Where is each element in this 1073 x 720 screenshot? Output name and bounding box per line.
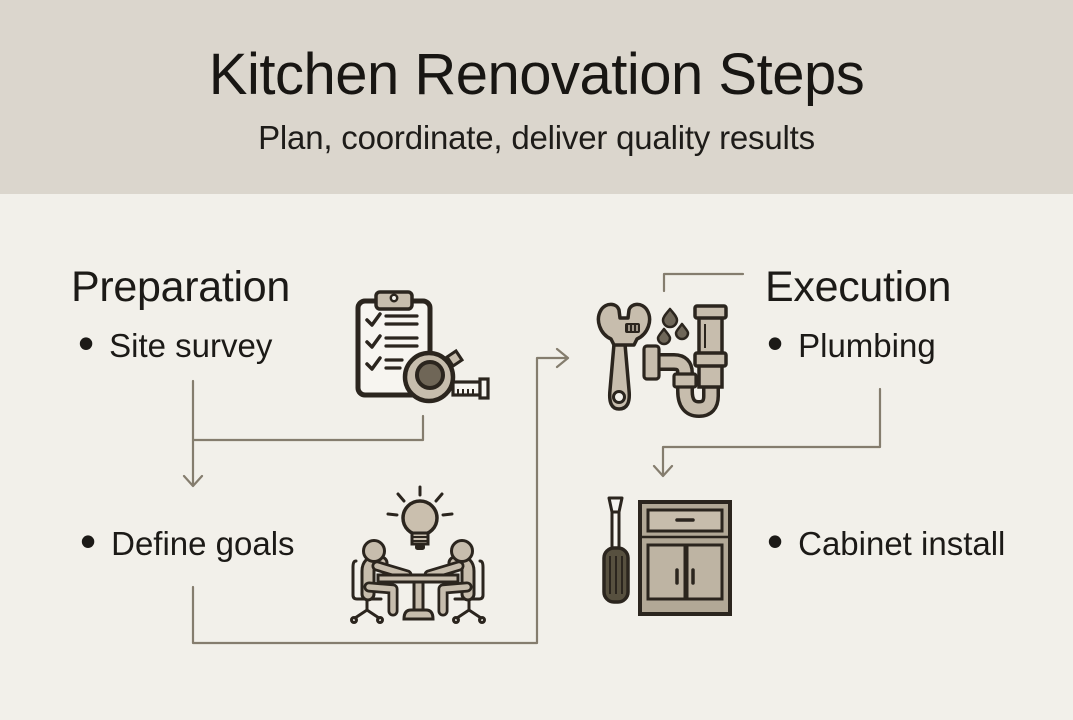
bullet-dot: • (80, 515, 97, 567)
list-item-site-survey: • Site survey (78, 317, 273, 369)
bullet-dot: • (767, 515, 784, 567)
screwdriver-cabinet-icon (602, 496, 732, 616)
list-item-label: Plumbing (798, 326, 936, 364)
wrench-pipe-icon (596, 302, 728, 419)
bullet-dot: • (78, 317, 95, 369)
connector-execution-to-plumbing-elbow (662, 272, 745, 293)
list-item-define-goals: • Define goals (80, 515, 295, 567)
bullet-dot: • (767, 317, 784, 369)
page-subtitle: Plan, coordinate, deliver quality result… (258, 119, 815, 156)
checklist-tape-measure-icon (355, 290, 490, 404)
list-item-cabinet-install: • Cabinet install (767, 515, 1006, 567)
list-item-label: Site survey (109, 326, 273, 364)
header-band (0, 0, 1073, 194)
list-item-label: Define goals (111, 524, 295, 562)
team-discussion-idea-icon (350, 485, 486, 624)
execution-heading: Execution (765, 263, 952, 311)
list-item-label: Cabinet install (798, 524, 1006, 562)
list-item-plumbing: • Plumbing (767, 317, 936, 369)
preparation-heading: Preparation (71, 263, 291, 311)
page-title: Kitchen Renovation Steps (208, 42, 865, 107)
